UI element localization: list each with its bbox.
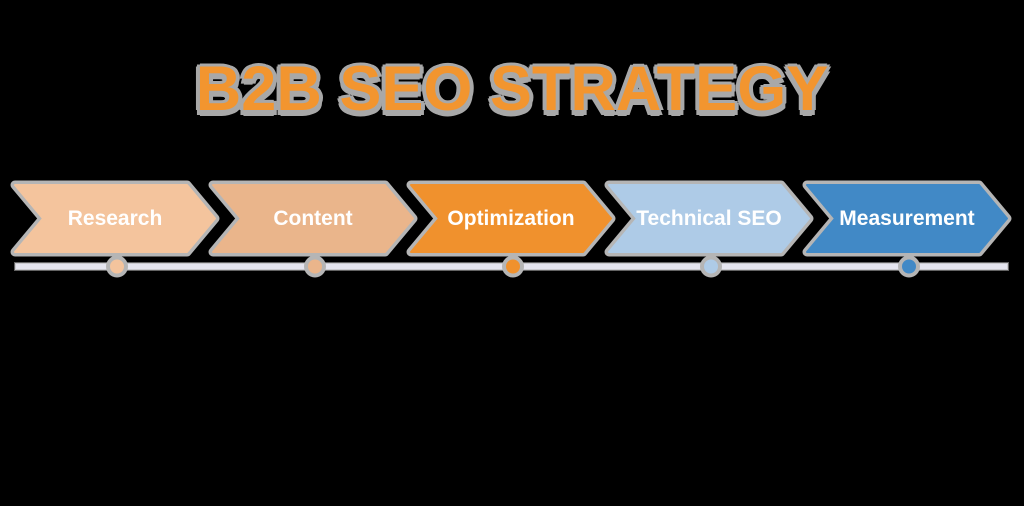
timeline-dot-content <box>304 255 326 278</box>
timeline-dot-optimization <box>502 255 524 278</box>
process-step-technical-seo: Technical SEO <box>604 180 814 257</box>
process-step-content: Content <box>208 180 418 257</box>
step-label: Research <box>67 206 163 230</box>
timeline-dot-technical-seo <box>700 255 722 278</box>
process-step-optimization: Optimization <box>406 180 616 257</box>
timeline <box>14 255 1009 278</box>
arrow-banner-shape <box>604 180 814 257</box>
step-label: Content <box>273 206 353 230</box>
step-label: Measurement <box>839 206 975 230</box>
arrow-banner-shape <box>406 180 616 257</box>
process-step-measurement: Measurement <box>802 180 1012 257</box>
timeline-dot-research <box>106 255 128 278</box>
timeline-dot-measurement <box>898 255 920 278</box>
process-step-research: Research <box>10 180 220 257</box>
step-label: Technical SEO <box>636 206 782 230</box>
page-title: B2B SEO STRATEGY <box>195 54 829 124</box>
arrow-banner-shape <box>208 180 418 257</box>
arrow-banner-shape <box>802 180 1012 257</box>
step-label: Optimization <box>447 206 575 230</box>
arrow-banner-shape <box>10 180 220 257</box>
